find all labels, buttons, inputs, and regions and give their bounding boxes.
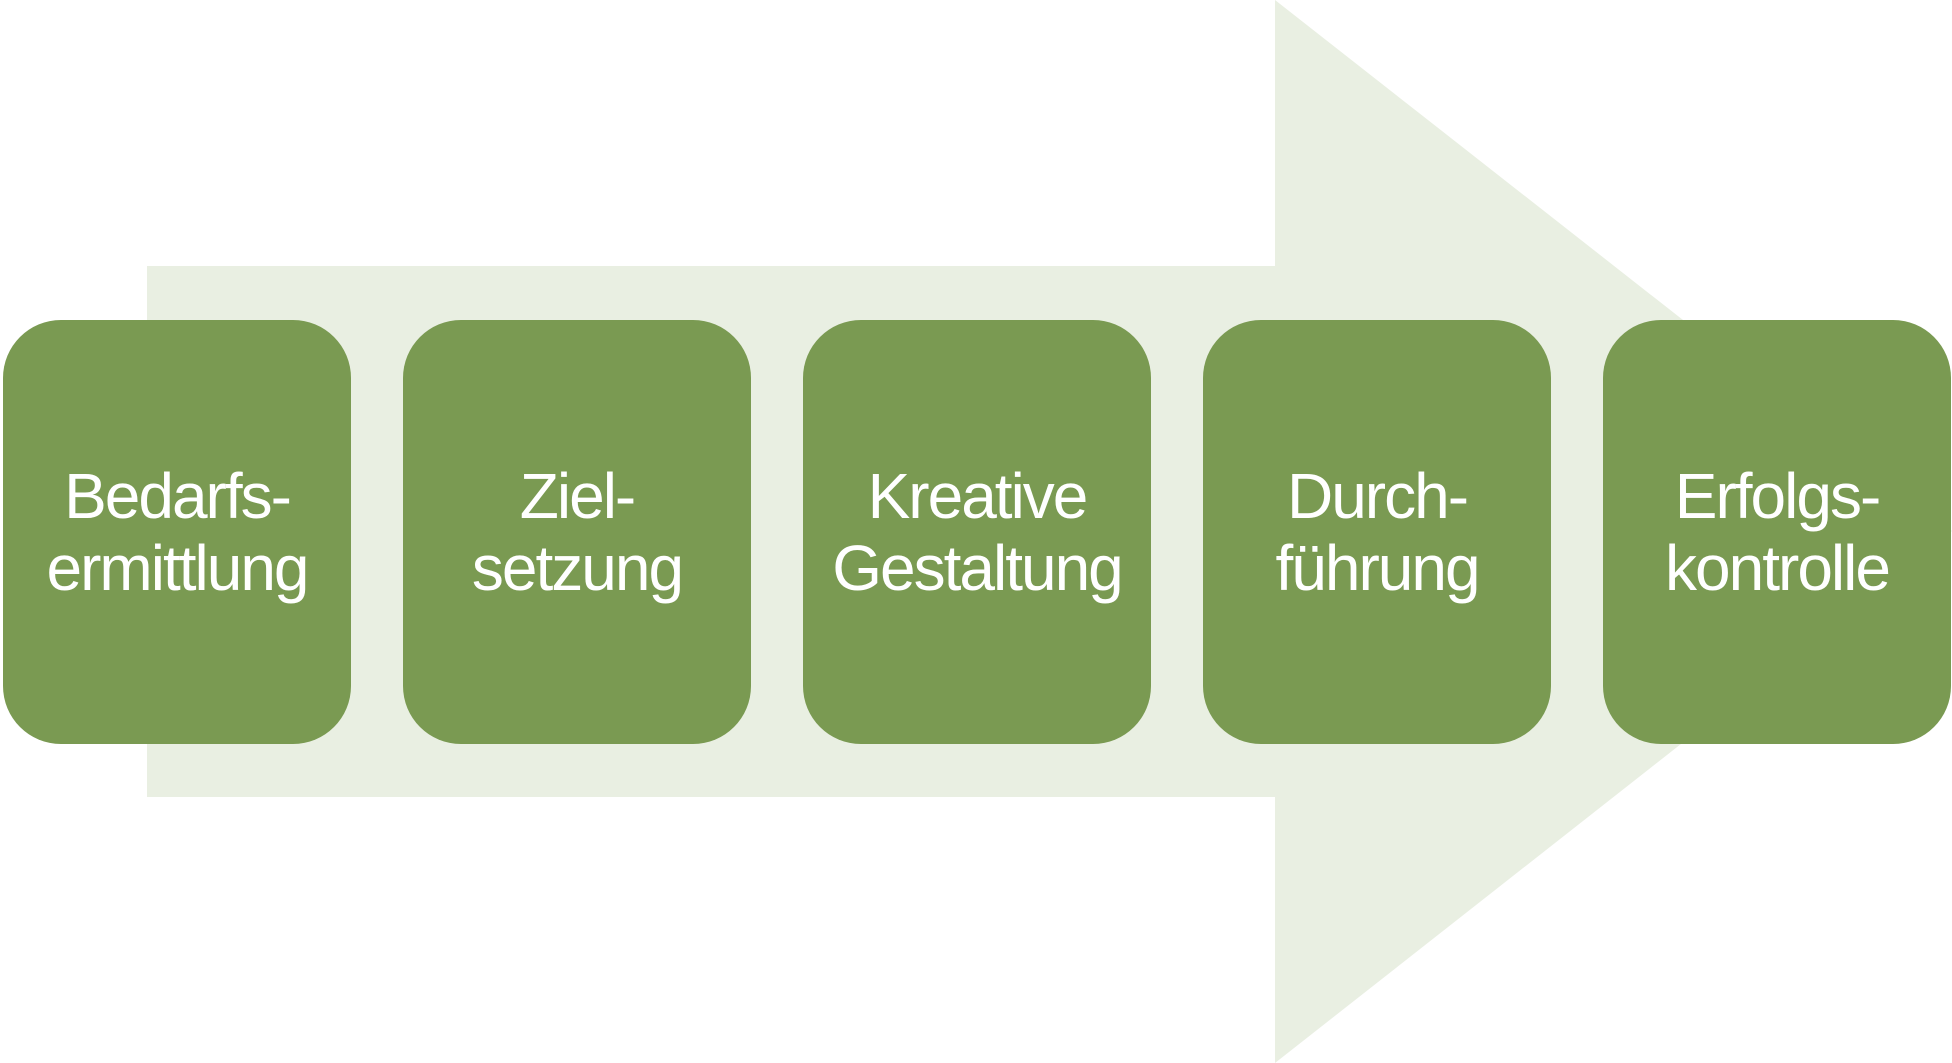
step-kreative-gestaltung: Kreative Gestaltung bbox=[803, 320, 1151, 744]
step-label: Bedarfs- ermittlung bbox=[46, 460, 310, 604]
step-durchfuehrung: Durch- führung bbox=[1203, 320, 1551, 744]
step-bedarfsermittlung: Bedarfs- ermittlung bbox=[3, 320, 351, 744]
step-erfolgskontrolle: Erfolgs- kontrolle bbox=[1603, 320, 1951, 744]
step-label: Erfolgs- kontrolle bbox=[1665, 460, 1891, 604]
step-label: Ziel- setzung bbox=[471, 460, 684, 604]
step-label: Durch- führung bbox=[1275, 460, 1480, 604]
step-label: Kreative Gestaltung bbox=[832, 460, 1124, 604]
step-zielsetzung: Ziel- setzung bbox=[403, 320, 751, 744]
